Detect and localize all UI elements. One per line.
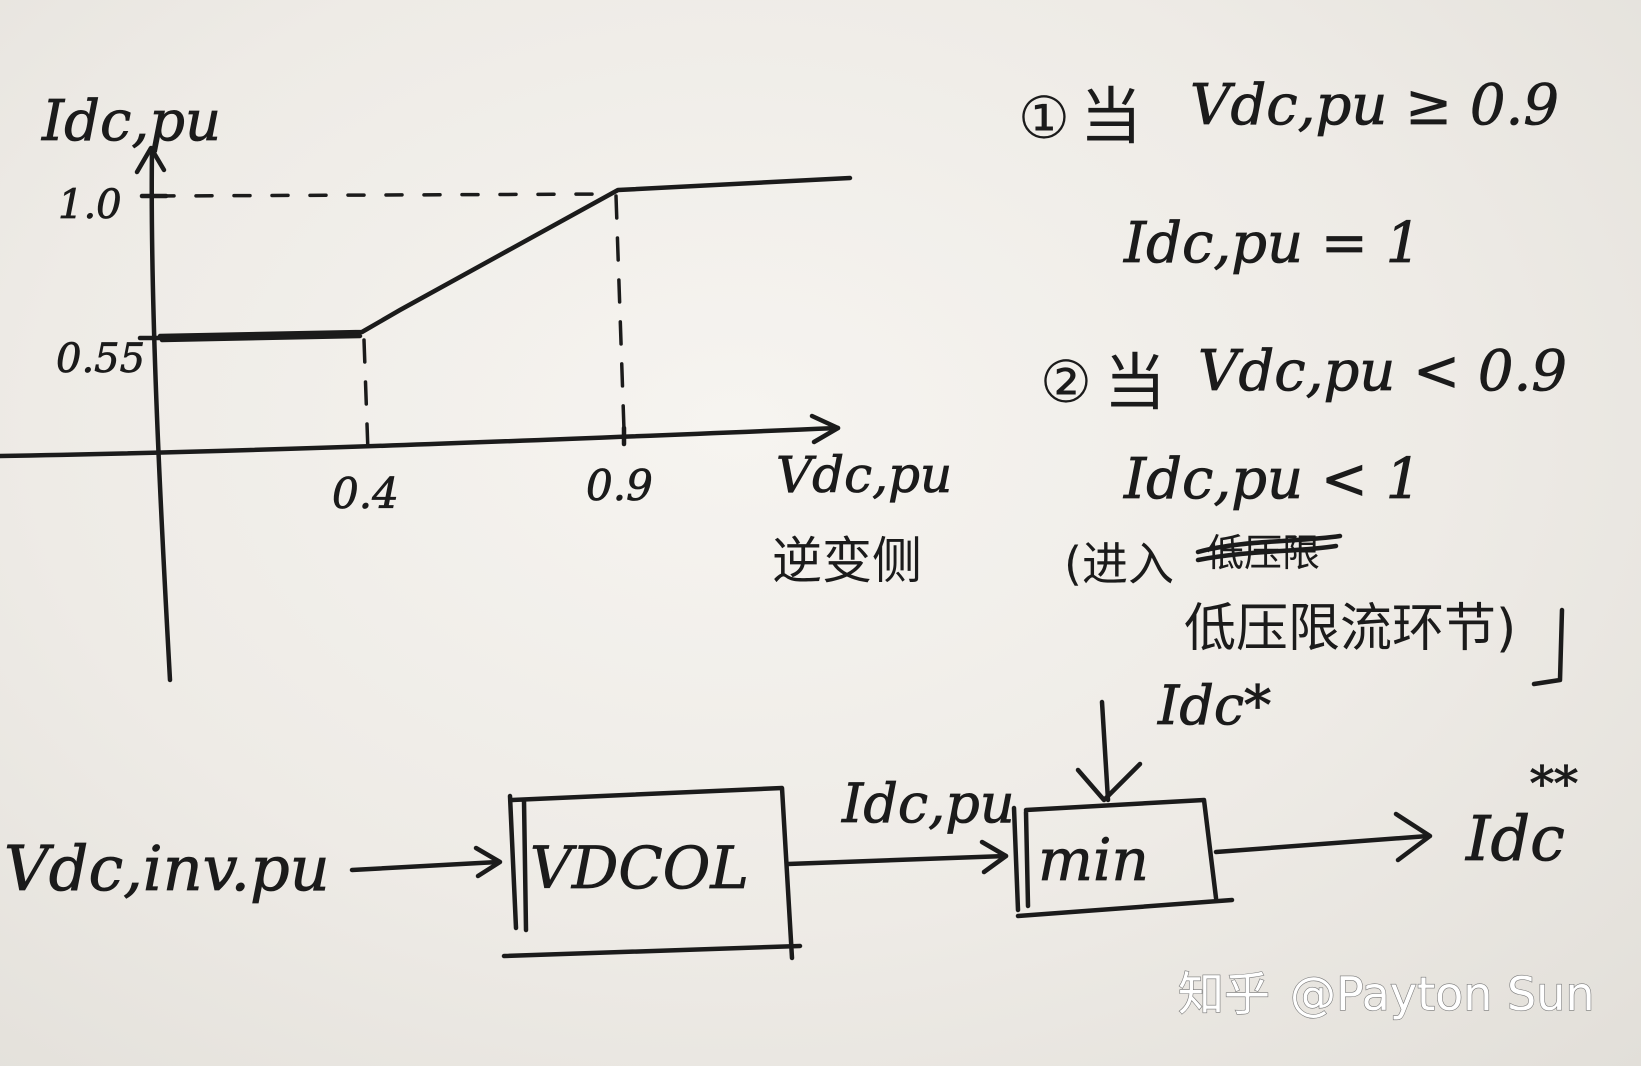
watermark: 知乎 @Payton Sun (1177, 966, 1595, 1021)
rules-notes: ① 当 Vdc,pu ≥ 0.9 Idc,pu = 1 ② 当 Vdc,pu <… (1018, 73, 1567, 687)
ref-arrow (1099, 699, 1111, 803)
input-signal-label: Vdc,inv.pu (4, 832, 330, 905)
guide-1-0 (156, 192, 614, 198)
rule1-condition: Vdc,pu ≥ 0.9 (1190, 73, 1559, 138)
mid-arrow (785, 853, 1009, 867)
x-tick-label-right: 0.9 (586, 461, 653, 510)
x-axis (0, 425, 841, 459)
rule2-result: Idc,pu < 1 (1123, 447, 1421, 512)
strike-line-1 (1195, 533, 1343, 555)
min-box (1011, 797, 1235, 919)
plateau-stroke (159, 333, 363, 343)
vdcol-graph: Idc,pu 1.0 0.55 0.4 0.9 Vdc,pu 逆变侧 (0, 89, 953, 683)
y-axis-label: Idc,pu (41, 89, 221, 154)
rule2-struck-text: 低压限 (1195, 531, 1343, 575)
guide-0-9 (614, 194, 626, 432)
rule2-dang: 当 (1104, 346, 1166, 419)
x-axis-arrowhead (809, 413, 841, 445)
x-axis-note: 逆变侧 (772, 532, 922, 590)
rule2-marker: ② (1040, 348, 1092, 416)
y-tick-label-bottom: 0.55 (56, 336, 145, 382)
ref-signal-label: Idc* (1157, 674, 1271, 737)
vdcol-label: VDCOL (530, 834, 749, 902)
watermark-site: 知乎 (1178, 967, 1270, 1021)
mid-signal-label: Idc,pu (841, 772, 1015, 835)
block-diagram: Vdc,inv.pu VDCOL Idc,pu min Idc* Idc ** (4, 674, 1578, 961)
x-axis-label: Vdc,pu (776, 446, 952, 504)
x-tick-label-left: 0.4 (332, 469, 399, 518)
rule1-marker: ① (1018, 84, 1070, 152)
guide-0-4 (362, 338, 370, 454)
characteristic-curve (157, 175, 853, 339)
rule2-paren-body: 低压限流环节) (1184, 599, 1516, 659)
input-arrowhead (473, 845, 503, 879)
output-signal-label: Idc (1465, 802, 1565, 875)
ref-arrowhead (1075, 761, 1143, 803)
input-arrow (349, 859, 501, 873)
rule1-dang: 当 (1080, 80, 1142, 153)
rule1-result: Idc,pu = 1 (1123, 211, 1421, 276)
rule2-paren-open: (进入 (1064, 537, 1174, 591)
output-superscript: ** (1530, 756, 1578, 812)
y-tick-label-top: 1.0 (58, 182, 122, 228)
vdcol-box (501, 785, 803, 961)
watermark-author: @Payton Sun (1290, 967, 1595, 1021)
mid-arrowhead (979, 839, 1009, 875)
y-axis-arrowhead (134, 145, 167, 175)
output-arrow (1213, 833, 1431, 855)
y-axis (149, 147, 173, 683)
min-label: min (1038, 826, 1149, 894)
strike-line-2 (1195, 543, 1339, 563)
bracket-hook (1531, 607, 1565, 687)
output-arrowhead (1393, 811, 1433, 863)
rule2-condition: Vdc,pu < 0.9 (1198, 339, 1567, 404)
